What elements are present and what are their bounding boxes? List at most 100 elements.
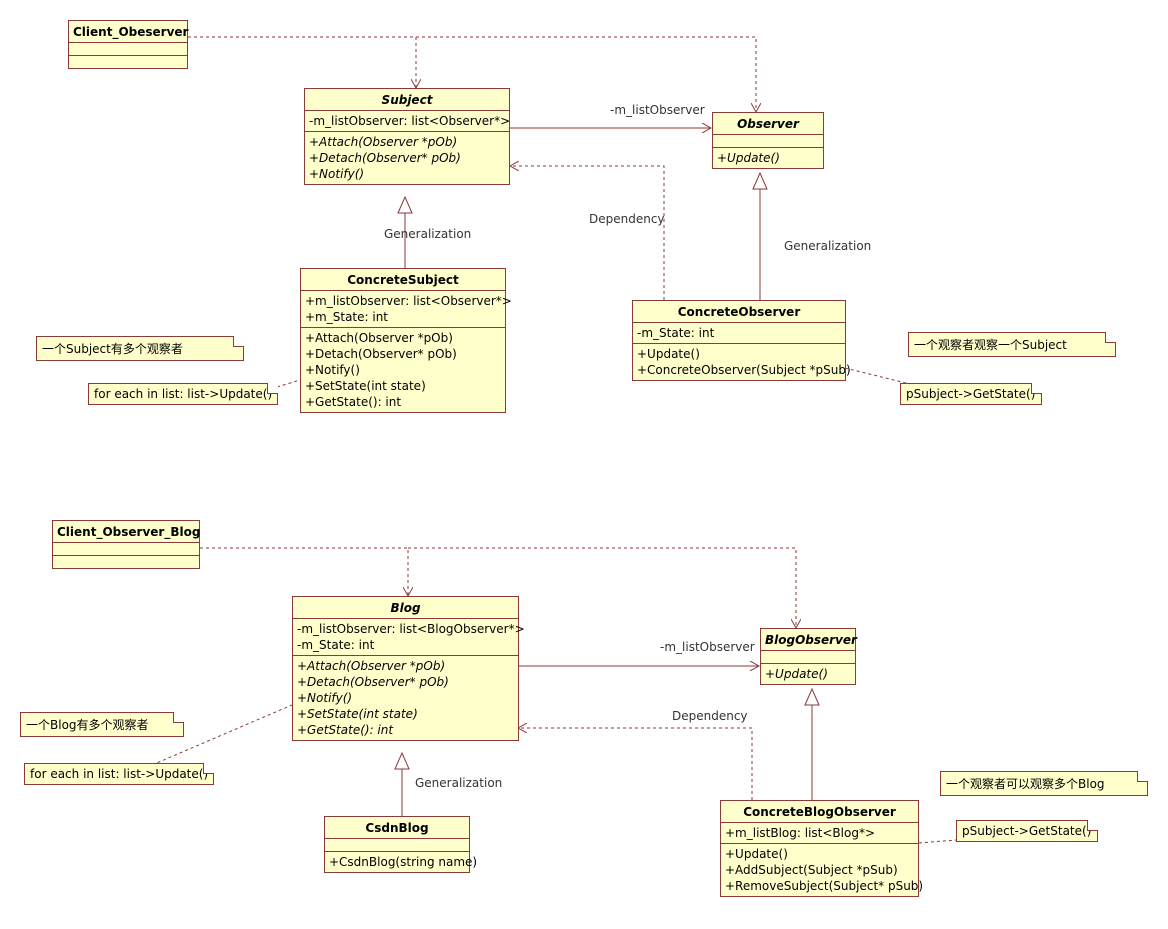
attributes-compartment: [325, 839, 469, 852]
note-text: 一个观察者可以观察多个Blog: [946, 777, 1105, 791]
note-text: for each in list: list->Update(): [94, 387, 273, 401]
operations-compartment: +Update() +AddSubject(Subject *pSub) +Re…: [721, 844, 924, 896]
client-observer-blog-class[interactable]: Client_Observer_Blog: [52, 520, 200, 569]
generalization-label: Generalization: [415, 776, 503, 790]
operations-compartment: +Update(): [761, 664, 855, 684]
class-name: ConcreteSubject: [301, 269, 505, 291]
operation: +Detach(Observer* pOb): [305, 347, 457, 361]
client-to-subject-dependency: [188, 36, 416, 88]
note-one-subject: 一个观察者观察一个Subject: [908, 332, 1116, 357]
dependency-label: Dependency: [672, 709, 748, 723]
note-blog-for-each: for each in list: list->Update(): [24, 763, 214, 785]
csdn-blog-class[interactable]: CsdnBlog +CsdnBlog(string name): [324, 816, 478, 873]
association-label: -m_listObserver: [660, 640, 755, 654]
subject-class[interactable]: Subject -m_listObserver: list<Observer*>…: [304, 88, 510, 185]
attributes-compartment: [53, 543, 199, 556]
attributes-compartment: [761, 651, 855, 664]
operation: +AddSubject(Subject *pSub): [725, 863, 898, 877]
attributes-compartment: +m_listBlog: list<Blog*>: [721, 823, 918, 844]
operation: +Notify(): [297, 691, 353, 705]
operation: +Update(): [765, 667, 828, 681]
operations-compartment: [53, 556, 199, 568]
client-observer-class[interactable]: Client_Obeserver: [68, 20, 188, 69]
attributes-compartment: -m_listObserver: list<BlogObserver*> -m_…: [293, 619, 525, 656]
operations-compartment: +Attach(Observer *pOb) +Detach(Observer*…: [293, 656, 518, 740]
operation: +Attach(Observer *pOb): [297, 659, 446, 673]
class-name: Client_Obeserver: [69, 21, 188, 43]
blog-client-to-blog-dependency: [200, 547, 408, 596]
operation: +Update(): [725, 847, 788, 861]
note-text: pSubject->GetState(): [962, 824, 1092, 838]
operations-compartment: +Attach(Observer *pOb) +Detach(Observer*…: [301, 328, 505, 412]
operation: +Detach(Observer* pOb): [297, 675, 449, 689]
note-text: for each in list: list->Update(): [30, 767, 209, 781]
class-name: ConcreteBlogObserver: [721, 801, 918, 823]
note-text: 一个Blog有多个观察者: [26, 718, 149, 732]
note-text: pSubject->GetState(): [906, 387, 1036, 401]
note-get-state: pSubject->GetState(): [900, 383, 1042, 405]
attributes-compartment: -m_State: int: [633, 323, 845, 344]
for-each-note-link: [276, 379, 301, 388]
operations-compartment: +CsdnBlog(string name): [325, 852, 478, 872]
class-name: Observer: [713, 113, 823, 135]
operation: +RemoveSubject(Subject* pSub): [725, 879, 924, 893]
observer-class[interactable]: Observer +Update(): [712, 112, 824, 169]
operation: +Notify(): [305, 363, 360, 377]
attributes-compartment: +m_listObserver: list<Observer*> +m_Stat…: [301, 291, 512, 328]
concrete-subject-class[interactable]: ConcreteSubject +m_listObserver: list<Ob…: [300, 268, 512, 413]
attributes-compartment: -m_listObserver: list<Observer*>: [305, 111, 511, 132]
class-name: Subject: [305, 89, 509, 111]
note-blog-multi-observers: 一个Blog有多个观察者: [20, 712, 184, 737]
client-to-observer-dependency: [416, 36, 756, 112]
note-multi-blogs: 一个观察者可以观察多个Blog: [940, 771, 1148, 796]
note-blog-get-state: pSubject->GetState(): [956, 820, 1098, 842]
blog-observer-class[interactable]: BlogObserver +Update(): [760, 628, 857, 685]
class-name: BlogObserver: [761, 629, 857, 651]
blog-get-state-note-link: [918, 839, 957, 844]
operation: +SetState(int state): [305, 379, 426, 393]
attribute: +m_listBlog: list<Blog*>: [725, 826, 876, 840]
operation: +Attach(Observer *pOb): [309, 135, 458, 149]
operation: +CsdnBlog(string name): [329, 855, 478, 869]
attributes-compartment: [69, 43, 187, 56]
operation: +Update(): [717, 151, 780, 165]
operation: +Update(): [637, 347, 700, 361]
class-name: Client_Observer_Blog: [53, 521, 200, 543]
attribute: +m_State: int: [305, 310, 389, 324]
class-name: ConcreteObserver: [633, 301, 845, 323]
class-name: Blog: [293, 597, 518, 619]
blog-class[interactable]: Blog -m_listObserver: list<BlogObserver*…: [292, 596, 525, 741]
note-for-each: for each in list: list->Update(): [88, 383, 278, 405]
class-name: CsdnBlog: [325, 817, 469, 839]
operation: +ConcreteObserver(Subject *pSub): [637, 363, 851, 377]
operation: +GetState(): int: [305, 395, 402, 409]
operation: +GetState(): int: [297, 723, 394, 737]
attribute: -m_listObserver: list<Observer*>: [309, 114, 511, 128]
operation: +Notify(): [309, 167, 365, 181]
operations-compartment: +Update() +ConcreteObserver(Subject *pSu…: [633, 344, 851, 380]
dependency-label: Dependency: [589, 212, 665, 226]
generalization-label: Generalization: [784, 239, 872, 253]
attribute: -m_State: int: [637, 326, 715, 340]
operations-compartment: [69, 56, 187, 68]
attributes-compartment: [713, 135, 823, 148]
attribute: -m_listObserver: list<BlogObserver*>: [297, 622, 525, 636]
association-label: -m_listObserver: [610, 103, 705, 117]
generalization-label: Generalization: [384, 227, 472, 241]
concrete-observer-class[interactable]: ConcreteObserver -m_State: int +Update()…: [632, 300, 851, 381]
blog-for-each-note-link: [151, 704, 293, 766]
attribute: -m_State: int: [297, 638, 375, 652]
note-text: 一个观察者观察一个Subject: [914, 338, 1067, 352]
concrete-observer-subject-dependency: [510, 166, 665, 300]
concrete-blog-observer-blog-dependency: [518, 728, 753, 800]
attribute: +m_listObserver: list<Observer*>: [305, 294, 512, 308]
note-multi-observers: 一个Subject有多个观察者: [36, 336, 244, 361]
concrete-blog-observer-class[interactable]: ConcreteBlogObserver +m_listBlog: list<B…: [720, 800, 924, 897]
operation: +Attach(Observer *pOb): [305, 331, 453, 345]
operation: +SetState(int state): [297, 707, 418, 721]
get-state-note-link: [844, 367, 911, 385]
operations-compartment: +Update(): [713, 148, 823, 168]
operations-compartment: +Attach(Observer *pOb) +Detach(Observer*…: [305, 132, 509, 184]
operation: +Detach(Observer* pOb): [309, 151, 461, 165]
